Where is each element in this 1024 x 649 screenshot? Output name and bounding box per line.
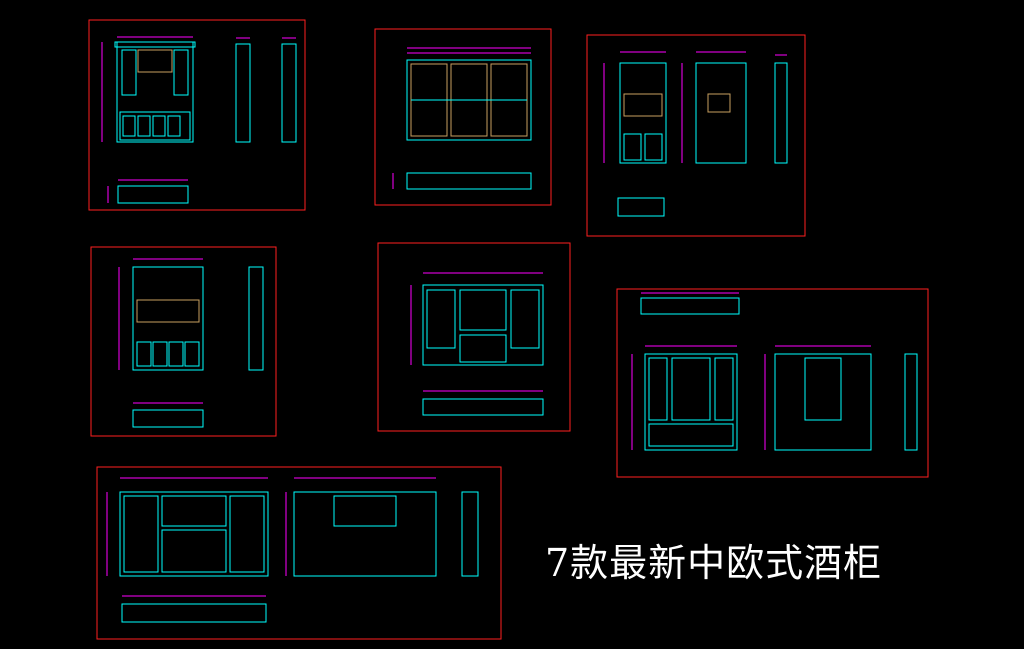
cabinet-elevation <box>619 62 667 164</box>
sheet-4-drawings <box>132 266 264 428</box>
drawing-sheet-3 <box>586 34 806 237</box>
cabinet-elevation <box>644 353 738 451</box>
cabinet-elevation <box>422 284 544 366</box>
drawing-sheet-2 <box>374 28 552 206</box>
sheet-5-dimensions <box>410 272 543 392</box>
page-title: 7款最新中欧式酒柜 <box>545 541 883 585</box>
cabinet-side-view <box>248 266 264 371</box>
drawing-sheet-1 <box>88 19 306 211</box>
sheet-6-drawings <box>640 297 918 451</box>
sheet-1-dimensions <box>101 36 296 203</box>
sheet-4-dimensions <box>118 258 203 404</box>
cabinet-elevation <box>132 266 204 371</box>
sheet-5-drawings <box>422 284 544 416</box>
sheet-frames <box>88 19 929 640</box>
drawing-sheet-4 <box>90 246 277 437</box>
drawing-sheet-5 <box>377 242 571 432</box>
sheet-1-drawings <box>114 41 297 204</box>
cabinet-elevation <box>406 59 532 141</box>
sheet-2-dimensions <box>392 47 531 189</box>
cabinet-side-view <box>774 62 788 164</box>
drawing-sheet-7 <box>96 466 502 640</box>
sheet-7-dimensions <box>106 477 436 597</box>
sheet-7-drawings <box>119 491 479 623</box>
cabinet-elevation <box>119 491 269 577</box>
cabinet-side-view <box>461 491 479 577</box>
sheet-2-drawings <box>406 59 532 190</box>
sheet-3-dimensions <box>603 51 787 163</box>
cabinet-side-view <box>904 353 918 451</box>
sheet-3-drawings <box>617 62 788 217</box>
drawing-sheet-6 <box>616 288 929 478</box>
cabinet-side-view <box>235 43 251 143</box>
cabinet-elevation <box>116 41 194 143</box>
sheet-6-dimensions <box>631 292 871 450</box>
